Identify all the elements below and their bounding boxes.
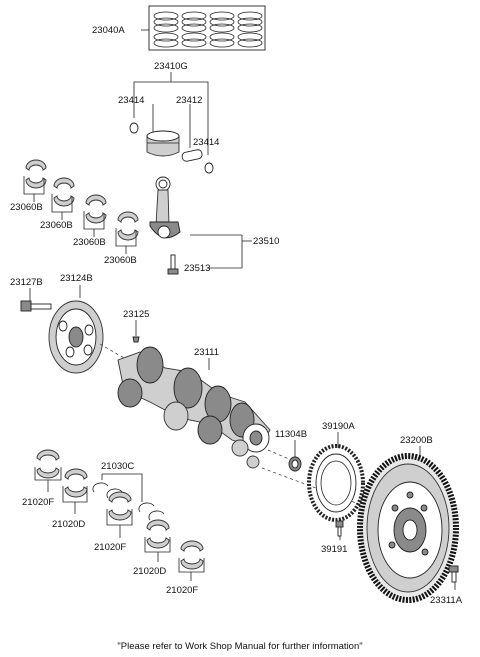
label-21020d-1: 21020D [52,519,85,530]
crankshaft [117,346,271,469]
label-21020d-2: 21020D [133,566,166,577]
label-23513: 23513 [184,263,210,274]
oil-seal [288,440,302,472]
label-21030c: 21030C [101,461,134,472]
wheel-bolt [335,520,344,540]
thrust-washers [92,473,165,521]
label-23412: 23412 [176,95,202,106]
pulley-bolt [20,288,52,312]
label-23124b: 23124B [60,273,93,284]
label-23060b-3: 23060B [73,237,106,248]
label-23410g: 23410G [154,61,188,72]
woodruff-key [132,320,140,343]
piston-ring-set [141,5,266,51]
label-23125: 23125 [123,309,149,320]
footer-note: "Please refer to Work Shop Manual for fu… [117,641,362,652]
flywheel-bolt [448,565,459,590]
label-23510: 23510 [253,236,279,247]
conn-rod-bearing-shells [23,159,139,254]
label-23060b-2: 23060B [40,220,73,231]
label-23311a: 23311A [430,595,463,606]
sensor-wheel [307,432,365,522]
label-23200b: 23200B [400,435,433,446]
part-number-labels: 23040A 23410G 23414 23412 23414 23060B 2… [10,25,463,606]
label-23060b-4: 23060B [104,255,137,266]
main-bearing-shells [34,449,205,581]
label-23060b-1: 23060B [10,202,43,213]
label-21020f-3: 21020F [166,585,198,596]
damper-pulley [48,285,104,374]
label-23414-right: 23414 [193,137,219,148]
label-39191: 39191 [321,544,347,555]
connecting-rod [149,176,252,275]
label-23040a: 23040A [92,25,125,36]
label-23127b: 23127B [10,277,43,288]
label-23111: 23111 [194,347,219,358]
label-23414-left: 23414 [118,95,144,106]
label-21020f-1: 21020F [22,497,54,508]
piston-assembly [129,72,214,174]
label-21020f-2: 21020F [94,542,126,553]
label-11304b: 11304B [275,429,307,440]
flywheel [357,446,459,603]
label-39190a: 39190A [322,421,355,432]
